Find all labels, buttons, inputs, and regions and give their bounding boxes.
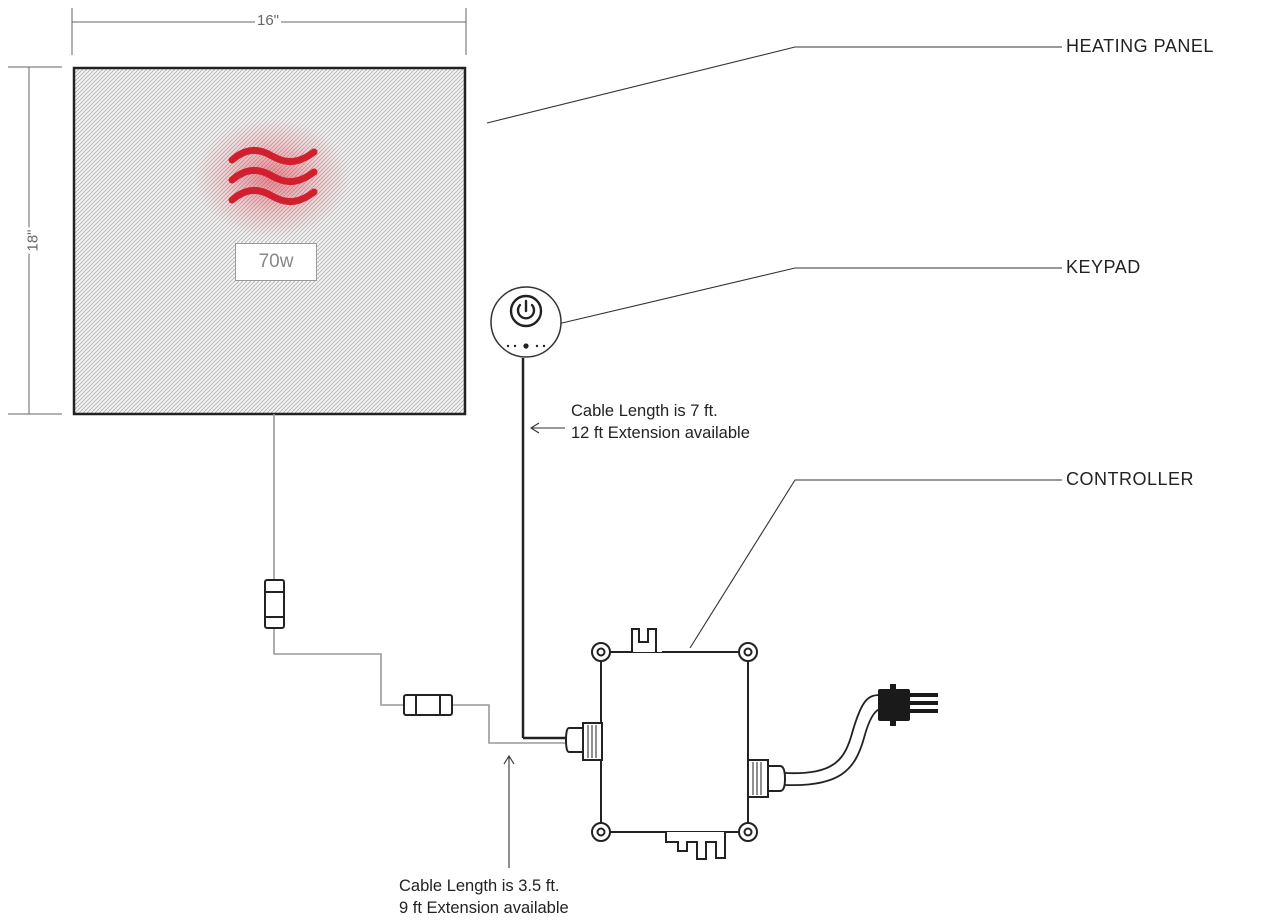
panel-width-label: 16" — [255, 12, 282, 29]
panel-cable-length: Cable Length is 3.5 ft. — [399, 877, 560, 895]
panel-cable — [273, 414, 569, 744]
controller-left-port — [564, 722, 603, 761]
keypad-cable-note: Cable Length is 7 ft. 12 ft Extension av… — [571, 400, 750, 444]
keypad-cable-length: Cable Length is 7 ft. — [571, 402, 718, 420]
controller-label: CONTROLLER — [1066, 469, 1195, 489]
leader-lines — [486, 46, 1062, 649]
keypad-label: KEYPAD — [1066, 257, 1141, 277]
keypad — [490, 286, 569, 740]
power-icon — [509, 294, 543, 328]
controller — [591, 628, 758, 860]
heat-waves-icon — [228, 147, 318, 205]
keypad-indicator-dots — [506, 343, 546, 349]
controller-right-port — [747, 759, 787, 798]
panel-cable-connector-2 — [403, 694, 453, 716]
heating-panel — [72, 66, 467, 416]
panel-cable-extension: 9 ft Extension available — [399, 899, 569, 917]
keypad-cable-extension: 12 ft Extension available — [571, 424, 750, 442]
power-cable — [784, 694, 885, 786]
heating-panel-label: HEATING PANEL — [1066, 36, 1214, 56]
note-arrows — [503, 422, 565, 868]
panel-cable-note: Cable Length is 3.5 ft. 9 ft Extension a… — [399, 875, 569, 919]
wattage-label: 70w — [235, 243, 317, 281]
plug-icon — [878, 684, 938, 726]
panel-height-label: 18" — [24, 227, 42, 254]
panel-cable-connector-1 — [264, 579, 285, 629]
